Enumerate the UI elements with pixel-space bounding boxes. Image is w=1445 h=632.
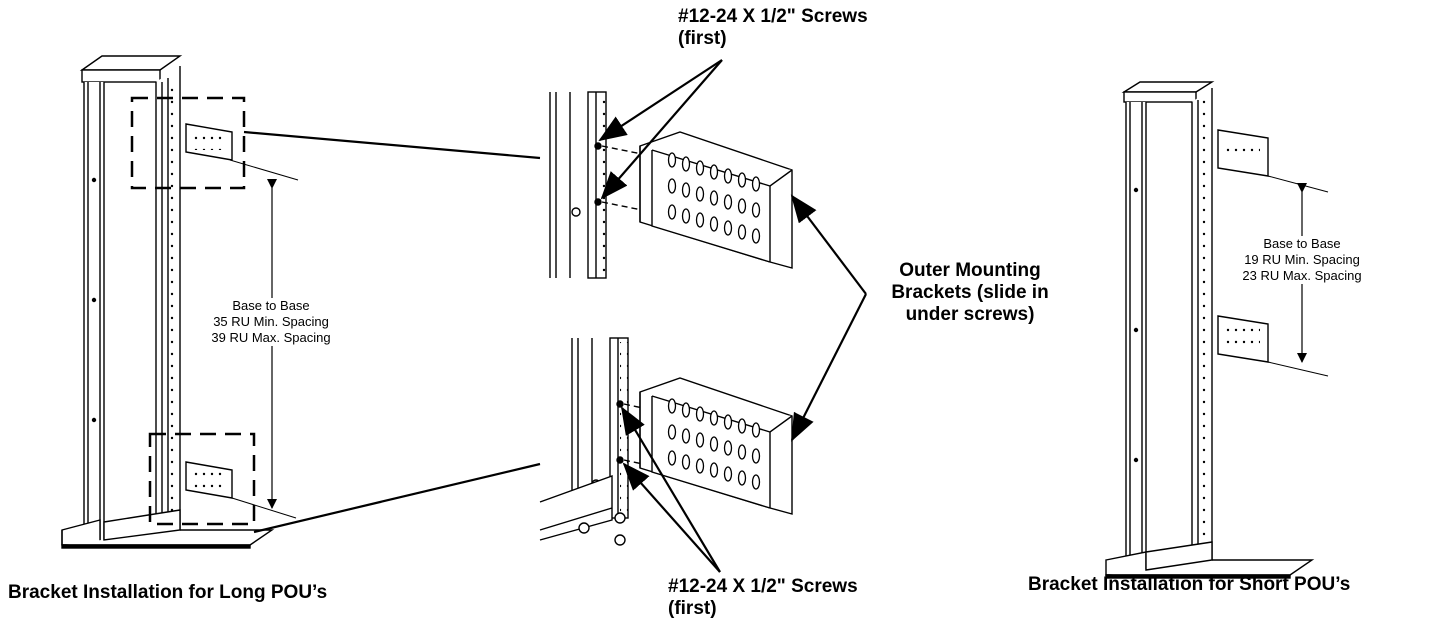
bottom-screws-line1: #12-24 X 1/2" Screws	[668, 576, 858, 597]
short-spacing-line3: 23 RU Max. Spacing	[1242, 268, 1362, 283]
top-screws-line1: #12-24 X 1/2" Screws	[678, 6, 868, 27]
long-spacing-label: Base to Base 35 RU Min. Spacing 39 RU Ma…	[200, 298, 342, 346]
long-spacing-line1: Base to Base	[232, 298, 310, 313]
brackets-label: Outer Mounting Brackets (slide in under …	[870, 260, 1070, 326]
callout-arrows	[598, 59, 867, 573]
short-spacing-line1: Base to Base	[1263, 236, 1341, 251]
brackets-line2: Brackets (slide in	[891, 282, 1049, 303]
long-pou-caption: Bracket Installation for Long POU’s	[8, 582, 328, 603]
long-spacing-line3: 39 RU Max. Spacing	[211, 330, 331, 345]
long-spacing-line2: 35 RU Min. Spacing	[213, 314, 329, 329]
short-rack	[1105, 81, 1315, 579]
bottom-screws-line2: (first)	[668, 598, 717, 619]
long-rack	[61, 55, 275, 549]
top-screws-line2: (first)	[678, 28, 727, 49]
brackets-line3: under screws)	[905, 304, 1035, 325]
brackets-line1: Outer Mounting	[899, 260, 1041, 281]
bottom-screws-label: #12-24 X 1/2" Screws (first)	[668, 576, 858, 620]
bottom-detail-box	[148, 432, 256, 526]
top-screws-label: #12-24 X 1/2" Screws (first)	[678, 6, 868, 50]
short-spacing-line2: 19 RU Min. Spacing	[1244, 252, 1360, 267]
top-detail-box	[130, 96, 246, 190]
short-spacing-label: Base to Base 19 RU Min. Spacing 23 RU Ma…	[1232, 236, 1372, 284]
bottom-detail	[539, 337, 793, 546]
short-pou-caption: Bracket Installation for Short POU’s	[1028, 574, 1351, 595]
